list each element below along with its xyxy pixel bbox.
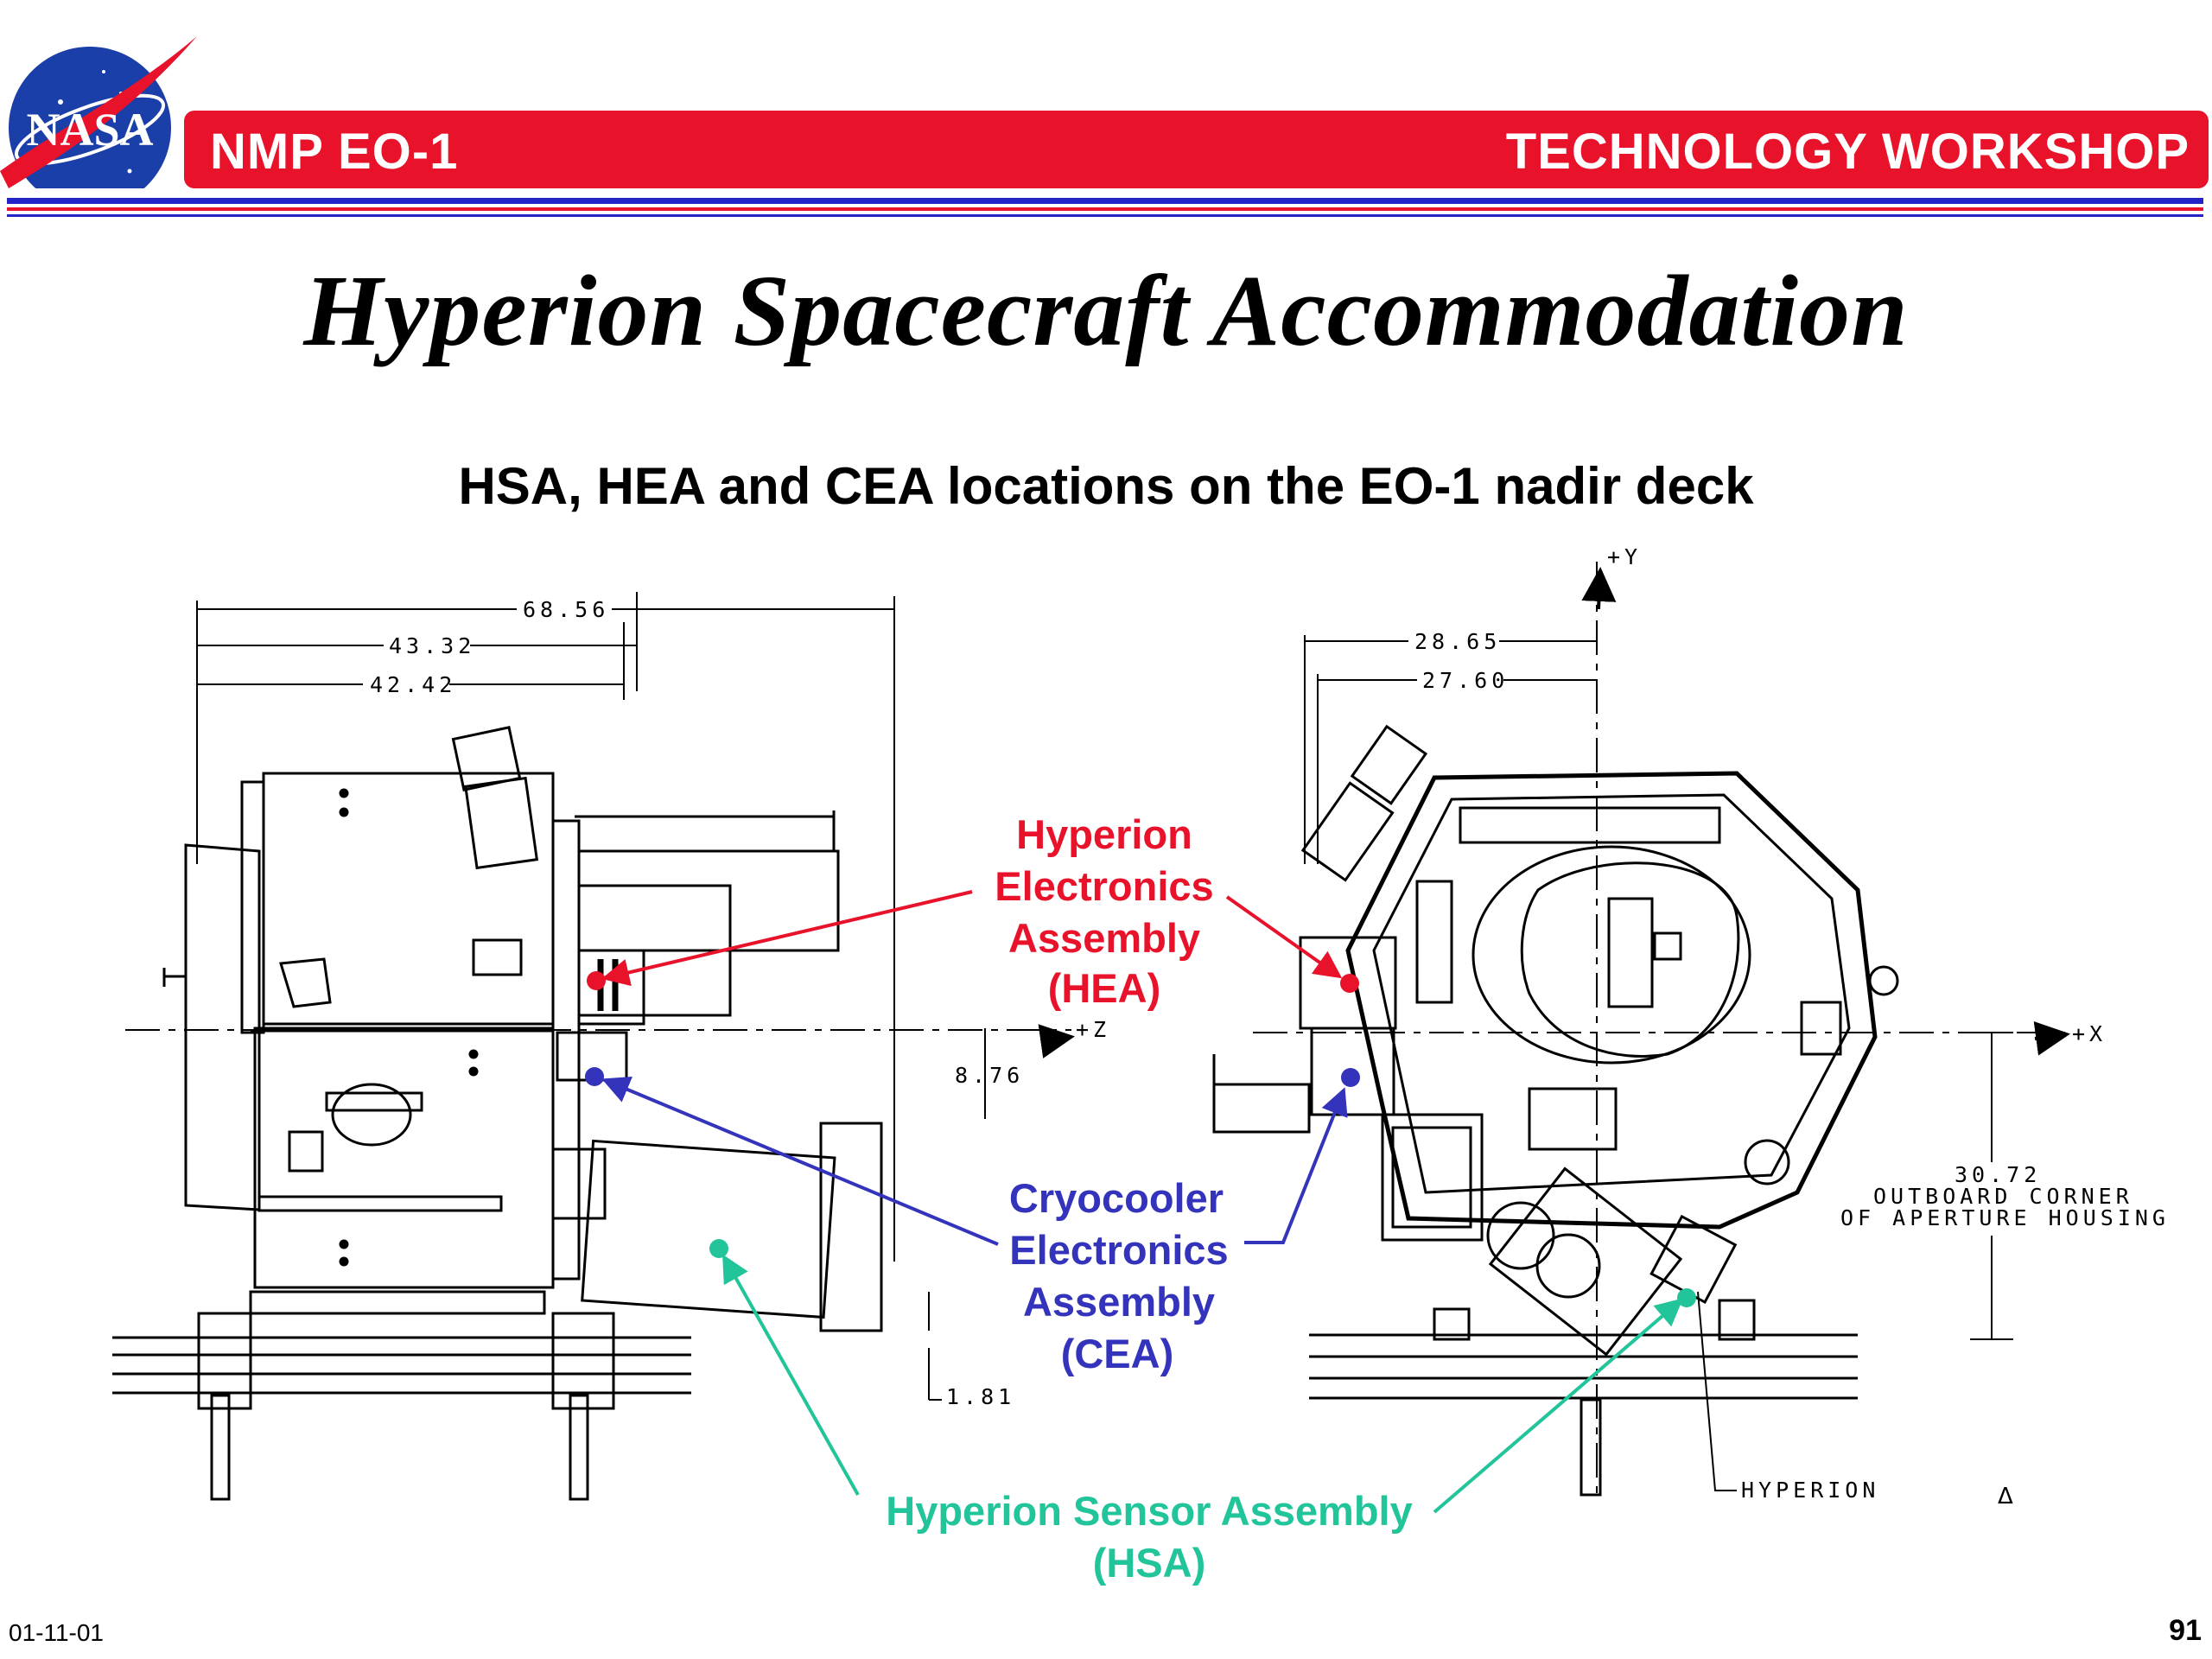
cea-label-line1: Cryocooler [1009,1175,1224,1221]
hsa-marker-left [709,1239,728,1258]
dim-30-72: 30.72 [1955,1162,2041,1187]
dim-8-76: 8.76 [955,1063,1024,1088]
dim-68-56: 68.56 [523,597,609,622]
nasa-logo: NASA [0,36,197,188]
cea-marker-right [1341,1068,1360,1087]
cea-marker-left [585,1067,604,1086]
left-side-view [112,592,1071,1501]
header-rule-blue [7,198,2203,204]
hea-label-line3: Assembly [1008,915,1200,961]
hea-marker-left [587,971,606,990]
dim-28-65: 28.65 [1414,629,1501,654]
delta-symbol: Δ [1998,1484,2013,1510]
hyperion-label: HYPERION [1741,1478,1879,1503]
hea-callout: Hyperion Electronics Assembly (HEA) [587,811,1359,1011]
cea-label-line2: Electronics [1009,1227,1228,1273]
dim-43-32: 43.32 [389,633,475,658]
cea-label-line4: (CEA) [1061,1331,1174,1376]
nasa-logo-text: NASA [26,104,153,156]
header-rule-red [7,207,2203,211]
hsa-callout: Hyperion Sensor Assembly (HSA) [709,1239,1696,1586]
hea-marker-right [1340,974,1359,993]
footer-date: 01-11-01 [9,1619,105,1646]
z-axis-arrow [1038,1024,1075,1058]
y-axis-arrow [1581,567,1617,610]
hea-label-line2: Electronics [995,863,1213,909]
page-title: Hyperion Spacecraft Accommodation [303,254,1909,367]
hea-label-line4: (HEA) [1048,965,1161,1011]
hsa-label-line1: Hyperion Sensor Assembly [886,1488,1412,1534]
hea-label-line1: Hyperion [1016,811,1192,857]
left-dimension-labels: 68.56 43.32 42.42 8.76 1.81 +Z [363,596,1110,1409]
z-axis-label: +Z [1076,1017,1110,1042]
right-front-view [1212,562,2065,1497]
x-axis-label: +X [2072,1021,2107,1046]
header-left-label: NMP EO-1 [210,124,459,180]
x-axis-arrow [2033,1021,2070,1056]
hsa-label-line2: (HSA) [1093,1540,1206,1586]
right-dimension-labels: 28.65 27.60 +Y +X 30.72 OUTBOARD CORNER … [1408,544,2170,1510]
cea-callout: Cryocooler Electronics Assembly (CEA) [585,1067,1360,1376]
dim-42-42: 42.42 [370,672,456,697]
page-number: 91 [2169,1614,2202,1647]
header-banner: NMP EO-1 TECHNOLOGY WORKSHOP [184,111,2209,188]
header-rule-blue-thin [7,214,2203,217]
cea-label-line3: Assembly [1023,1279,1215,1325]
diagram-subtitle: HSA, HEA and CEA locations on the EO-1 n… [458,457,1754,515]
outboard-note-line2: OF APERTURE HOUSING [1840,1205,2170,1230]
hsa-marker-right [1677,1288,1696,1307]
y-axis-label: +Y [1607,544,1642,569]
header-right-label: TECHNOLOGY WORKSHOP [1505,124,2190,180]
dim-1-81: 1.81 [946,1384,1015,1409]
dim-27-60: 27.60 [1422,668,1509,693]
outboard-note-line1: OUTBOARD CORNER [1873,1184,2133,1209]
